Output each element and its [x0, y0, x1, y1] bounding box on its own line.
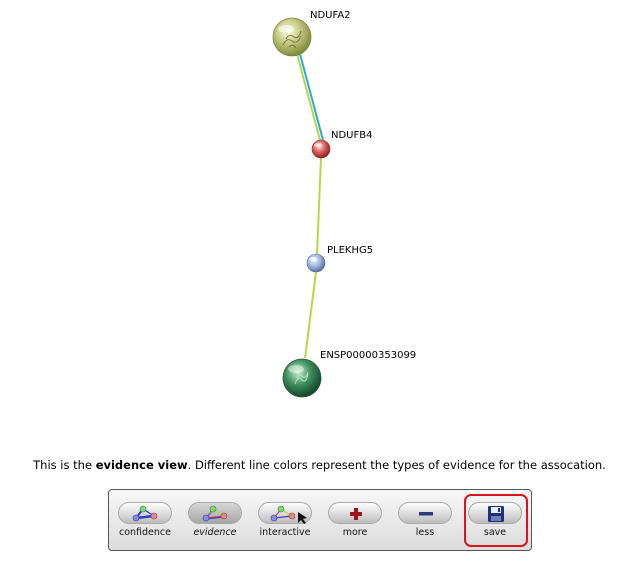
- view-caption: This is the evidence view. Different lin…: [33, 458, 606, 472]
- more-button[interactable]: more: [324, 498, 386, 546]
- node-label-plekhg5: PLEKHG5: [327, 245, 373, 256]
- edge-ndufb4-plekhg5[interactable]: [316, 157, 322, 255]
- node-ndufa2[interactable]: NDUFA2: [272, 10, 351, 57]
- confidence-view-button[interactable]: confidence: [114, 498, 176, 546]
- edge-plekhg5-ensp[interactable]: [304, 271, 317, 359]
- cursor-arrow-icon: [298, 512, 307, 524]
- protein-structure-icon: [282, 30, 302, 49]
- node-label-ensp00000353099: ENSP00000353099: [320, 350, 416, 361]
- view-toolbar: confidence evidence: [108, 489, 532, 551]
- view-name: evidence view: [95, 458, 188, 472]
- confidence-label: confidence: [118, 527, 171, 538]
- less-label: less: [415, 527, 435, 538]
- edge-ndufa2-ndufb4[interactable]: [296, 53, 324, 141]
- save-button[interactable]: save: [464, 498, 526, 546]
- node-label-ndufb4: NDUFB4: [331, 130, 372, 141]
- evidence-view-button[interactable]: evidence: [184, 498, 246, 546]
- protein-structure-icon: [294, 371, 309, 385]
- interactive-view-icon: [270, 505, 307, 524]
- less-button[interactable]: less: [394, 498, 456, 546]
- evidence-label: evidence: [193, 527, 237, 538]
- confidence-view-icon: [132, 505, 158, 522]
- save-label: save: [483, 527, 507, 538]
- interactive-view-button[interactable]: interactive: [254, 498, 316, 546]
- node-plekhg5[interactable]: PLEKHG5: [306, 245, 373, 273]
- floppy-disk-icon: [488, 506, 504, 522]
- minus-icon: [419, 512, 433, 516]
- node-ensp00000353099[interactable]: ENSP00000353099: [282, 350, 416, 398]
- evidence-view-icon: [202, 505, 228, 522]
- save-button-highlight: [464, 494, 528, 547]
- interactive-label: interactive: [259, 527, 311, 538]
- node-label-ndufa2: NDUFA2: [310, 10, 351, 21]
- network-graph[interactable]: NDUFA2 NDUFB4 PLEKHG5 ENSP00000353099: [0, 0, 639, 430]
- plus-icon: [350, 508, 362, 520]
- node-ndufb4[interactable]: NDUFB4: [311, 130, 372, 159]
- more-label: more: [342, 527, 368, 538]
